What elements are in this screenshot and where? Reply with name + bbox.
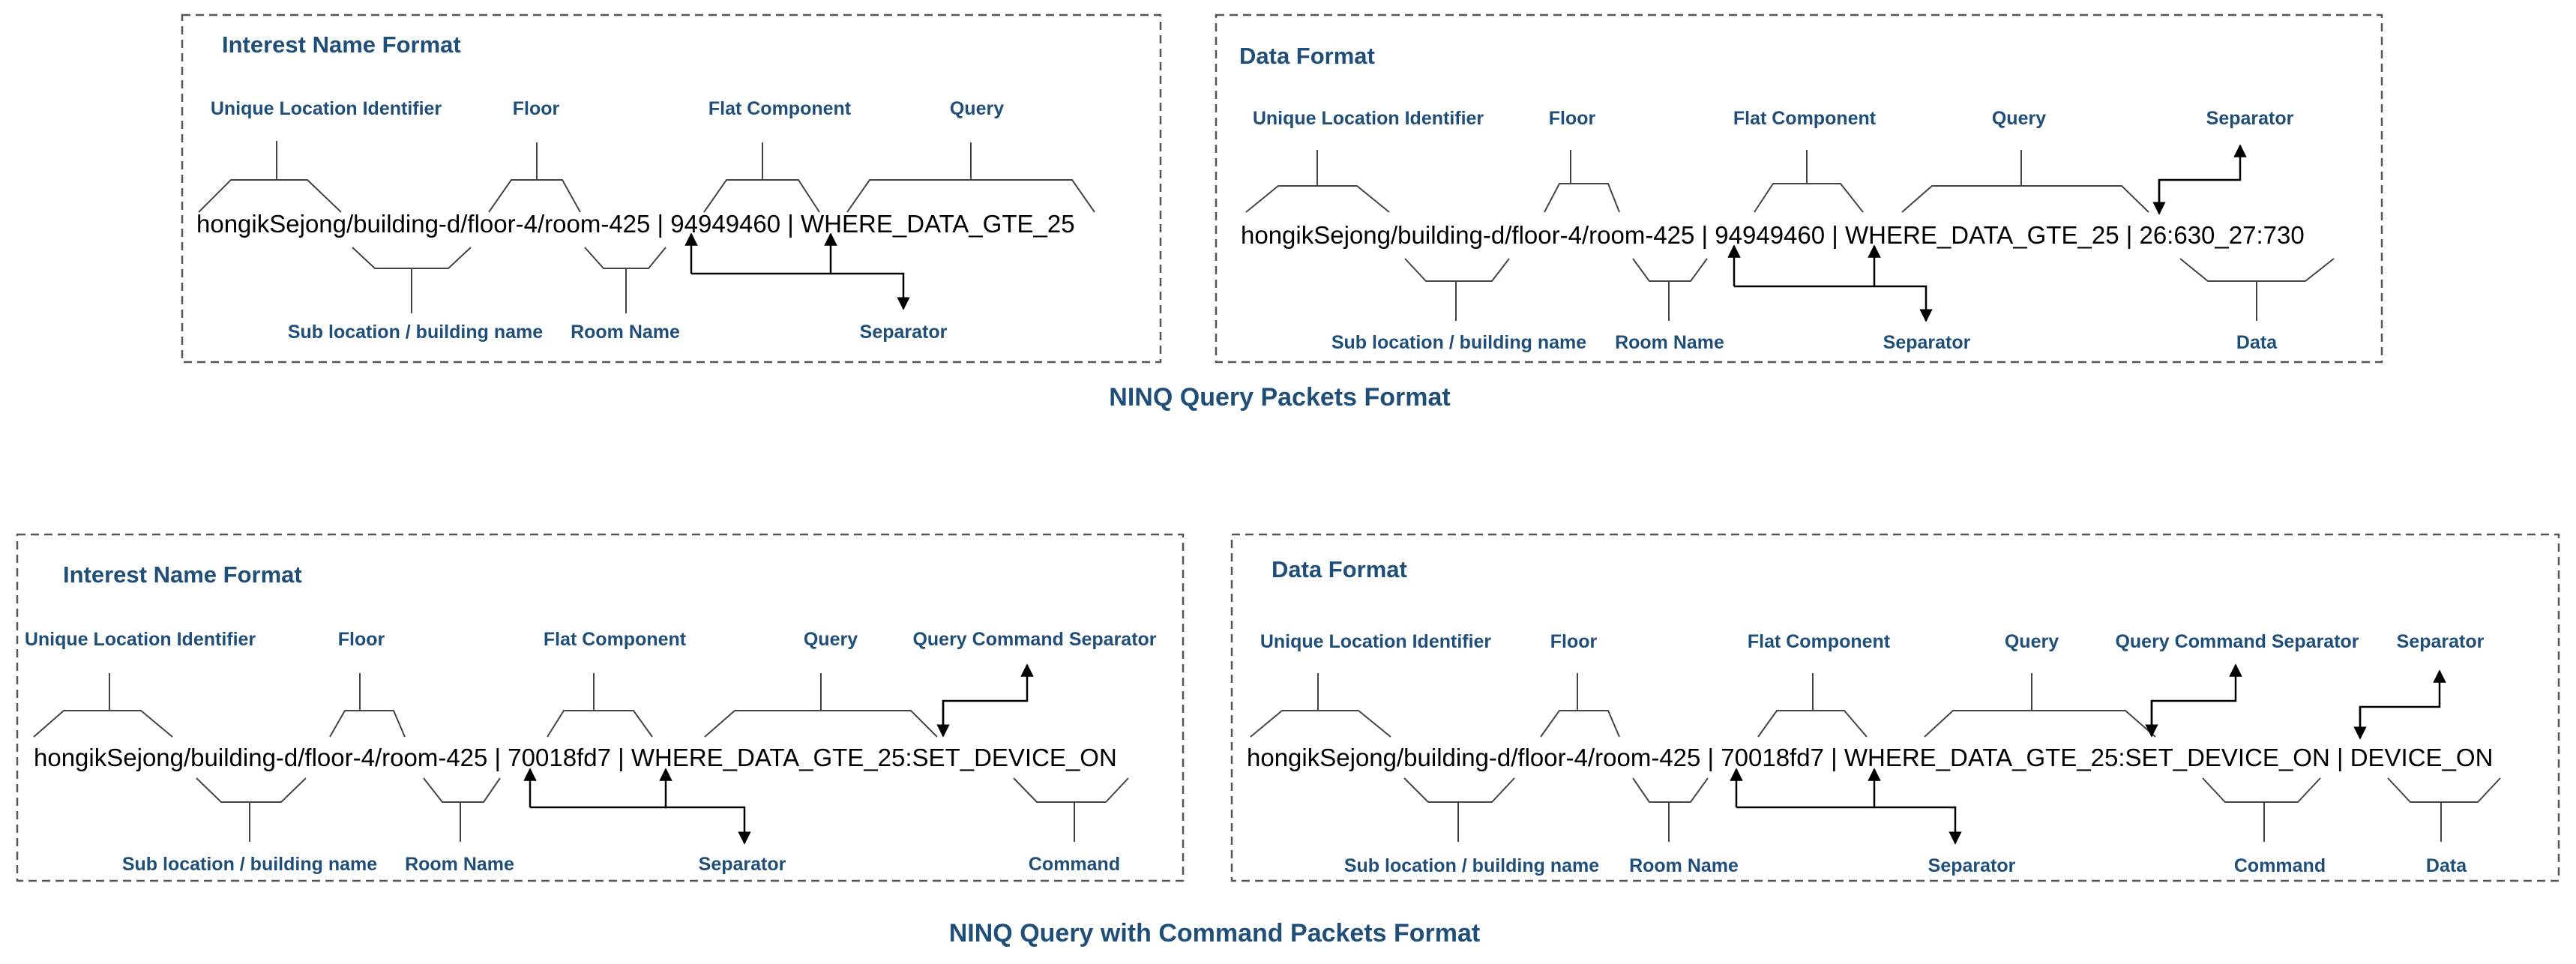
- brace-sub-location: [1404, 258, 1510, 321]
- label-flat-component: Flat Component: [544, 629, 687, 650]
- brace-floor: [1540, 673, 1620, 738]
- brace-flat-component: [1754, 150, 1864, 213]
- label-unique-location: Unique Location Identifier: [25, 629, 256, 650]
- label-query: Query: [2005, 631, 2059, 652]
- label-command: Command: [1029, 854, 1120, 875]
- label-room-name: Room Name: [1615, 332, 1724, 353]
- separator-arrow-down: [1734, 285, 1933, 322]
- brace-flat-component: [703, 142, 820, 213]
- brace-unique-location: [1245, 150, 1390, 213]
- brace-room-name: [584, 247, 666, 313]
- label-query-command-separator: Query Command Separator: [912, 629, 1156, 650]
- brace-query: [1901, 150, 2149, 213]
- brace-sub-location: [352, 247, 472, 313]
- command-data-panel-border: [1230, 533, 2560, 882]
- command-data-panel-title: Data Format: [1272, 556, 1407, 582]
- label-separator-top: Separator: [2206, 108, 2294, 129]
- label-data: Data: [2426, 855, 2467, 876]
- separator-arrow-down: [530, 806, 751, 845]
- label-sub-location: Sub location / building name: [288, 322, 543, 343]
- label-floor: Floor: [338, 629, 385, 650]
- label-floor: Floor: [513, 98, 560, 119]
- label-command: Command: [2234, 855, 2326, 876]
- query-section-caption: NINQ Query Packets Format: [1109, 383, 1450, 412]
- separator-arrow-down: [691, 272, 910, 310]
- brace-command: [2202, 777, 2321, 842]
- label-sub-location: Sub location / building name: [1331, 332, 1586, 353]
- label-unique-location: Unique Location Identifier: [211, 98, 442, 119]
- top-separator-arrow-up: [2359, 669, 2446, 733]
- label-flat-component: Flat Component: [1733, 108, 1877, 129]
- label-separator: Separator: [1883, 332, 1971, 353]
- label-query-command-separator: Query Command Separator: [2115, 631, 2359, 652]
- label-flat-component: Flat Component: [1748, 631, 1891, 652]
- brace-unique-location: [198, 141, 342, 213]
- brace-floor: [329, 673, 406, 738]
- label-separator: Separator: [1928, 855, 2016, 876]
- format-string: hongikSejong/building-d/floor-4/room-425…: [196, 210, 1075, 238]
- query-data-panel: Data Format Unique Location Identifier F…: [1215, 13, 2383, 364]
- command-interest-panel: Interest Name Format Unique Location Ide…: [16, 533, 1185, 882]
- brace-floor: [1544, 150, 1620, 213]
- label-room-name: Room Name: [571, 322, 680, 343]
- brace-sub-location: [1403, 777, 1515, 842]
- brace-unique-location: [1250, 673, 1391, 738]
- label-separator: Separator: [699, 854, 786, 875]
- label-sub-location: Sub location / building name: [122, 854, 377, 875]
- query-interest-panel-title: Interest Name Format: [222, 31, 461, 58]
- brace-room-name: [423, 777, 501, 842]
- label-data: Data: [2236, 332, 2278, 353]
- label-unique-location: Unique Location Identifier: [1253, 108, 1484, 129]
- query-data-panel-border: [1215, 13, 2383, 364]
- brace-query: [704, 673, 938, 738]
- label-separator-top: Separator: [2397, 631, 2485, 652]
- query-command-separator-arrow-up: [942, 663, 1034, 733]
- brace-command: [1013, 777, 1129, 842]
- brace-data: [2179, 258, 2335, 321]
- brace-sub-location: [196, 777, 307, 842]
- brace-query: [846, 142, 1095, 213]
- query-command-separator-arrow-up: [2150, 663, 2242, 733]
- label-query: Query: [950, 98, 1004, 119]
- label-flat-component: Flat Component: [708, 98, 852, 119]
- brace-query: [1924, 673, 2156, 738]
- label-unique-location: Unique Location Identifier: [1260, 631, 1492, 652]
- separator-arrow-down: [1736, 806, 1962, 845]
- label-floor: Floor: [1550, 631, 1598, 652]
- format-string: hongikSejong/building-d/floor-4/room-425…: [1247, 744, 2493, 771]
- command-section-caption: NINQ Query with Command Packets Format: [949, 919, 1481, 948]
- brace-room-name: [1632, 777, 1709, 842]
- command-interest-panel-border: [16, 533, 1185, 882]
- command-data-panel: Data Format Unique Location Identifier F…: [1230, 533, 2560, 882]
- top-separator-arrow-up: [2158, 144, 2247, 208]
- brace-data: [2387, 777, 2501, 842]
- brace-unique-location: [33, 673, 173, 738]
- brace-flat-component: [547, 673, 653, 738]
- label-sub-location: Sub location / building name: [1344, 855, 1599, 876]
- label-query: Query: [804, 629, 858, 650]
- label-floor: Floor: [1549, 108, 1596, 129]
- format-string: hongikSejong/building-d/floor-4/room-425…: [34, 744, 1117, 771]
- query-data-panel-title: Data Format: [1239, 43, 1375, 69]
- query-interest-panel-border: [181, 13, 1162, 364]
- command-interest-panel-title: Interest Name Format: [63, 561, 302, 588]
- brace-floor: [488, 142, 581, 213]
- label-room-name: Room Name: [405, 854, 514, 875]
- label-room-name: Room Name: [1629, 855, 1739, 876]
- label-separator: Separator: [860, 322, 948, 343]
- brace-flat-component: [1757, 673, 1868, 738]
- brace-room-name: [1632, 258, 1708, 321]
- query-interest-panel: Interest Name Format Unique Location Ide…: [181, 13, 1162, 364]
- label-query: Query: [1992, 108, 2046, 129]
- format-string: hongikSejong/building-d/floor-4/room-425…: [1241, 221, 2305, 249]
